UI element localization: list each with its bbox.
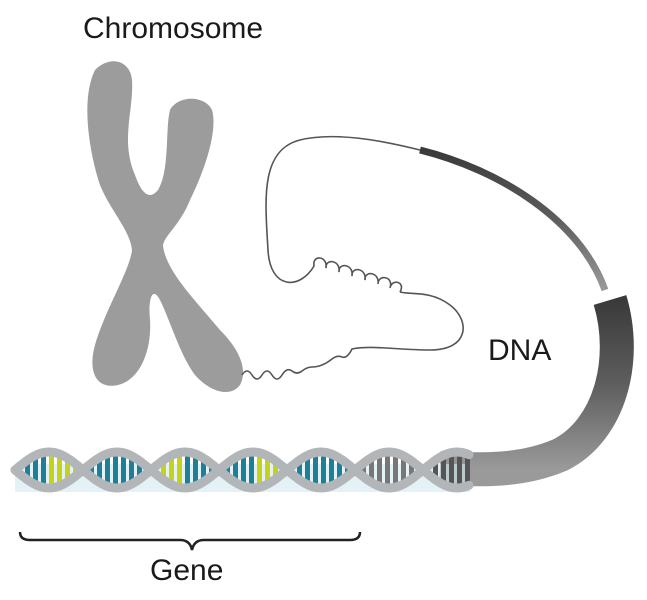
base-pair: [313, 452, 318, 488]
base-pair: [137, 460, 142, 480]
helix-backbone-1: [10, 447, 474, 493]
base-pair: [97, 457, 102, 483]
base-pair: [241, 453, 246, 487]
base-pair: [321, 452, 326, 488]
chromosome-label: Chromosome: [83, 12, 264, 45]
dna-double-helix: [10, 447, 474, 493]
base-pair: [73, 463, 78, 477]
base-pair: [161, 460, 166, 480]
base-pair: [41, 452, 46, 488]
base-pair: [169, 455, 174, 485]
dna-label: DNA: [488, 334, 552, 367]
base-pair: [201, 457, 206, 483]
dna-coils: [265, 135, 421, 293]
base-pair: [65, 457, 70, 483]
base-pair: [177, 452, 182, 488]
base-pair: [465, 453, 470, 487]
base-pair: [121, 452, 126, 488]
base-pair: [393, 452, 398, 488]
base-pair: [209, 463, 214, 477]
dna-strand: [241, 291, 464, 380]
gene-label: Gene: [150, 554, 224, 587]
base-pair: [441, 455, 446, 485]
base-pair: [129, 455, 134, 485]
base-pair: [361, 463, 366, 477]
base-pair: [377, 453, 382, 487]
base-pair: [25, 460, 30, 480]
base-pair: [233, 457, 238, 483]
base-pair: [337, 457, 342, 483]
base-pair: [49, 452, 54, 488]
base-pair: [401, 455, 406, 485]
base-pair: [249, 452, 254, 488]
base-pair: [265, 455, 270, 485]
base-pair: [105, 453, 110, 487]
base-pair: [369, 457, 374, 483]
base-pair: [193, 453, 198, 487]
base-pair: [305, 455, 310, 485]
base-pair: [433, 460, 438, 480]
chromosome: [87, 61, 244, 393]
base-pair: [457, 452, 462, 488]
dna-coiled-band: [419, 146, 609, 292]
base-pair: [409, 460, 414, 480]
gene-brace: [18, 531, 362, 551]
base-pair: [273, 460, 278, 480]
base-pair: [297, 460, 302, 480]
base-pair: [185, 452, 190, 488]
base-pair: [329, 453, 334, 487]
base-pair: [385, 452, 390, 488]
base-pair: [57, 453, 62, 487]
base-pair: [449, 452, 454, 488]
helix-backbone-2: [10, 447, 474, 493]
base-pair: [257, 452, 262, 488]
base-pair: [345, 463, 350, 477]
base-pair: [89, 463, 94, 477]
base-pair: [225, 463, 230, 477]
base-pair: [113, 452, 118, 488]
base-pair: [33, 455, 38, 485]
dna-tail: [439, 295, 634, 487]
